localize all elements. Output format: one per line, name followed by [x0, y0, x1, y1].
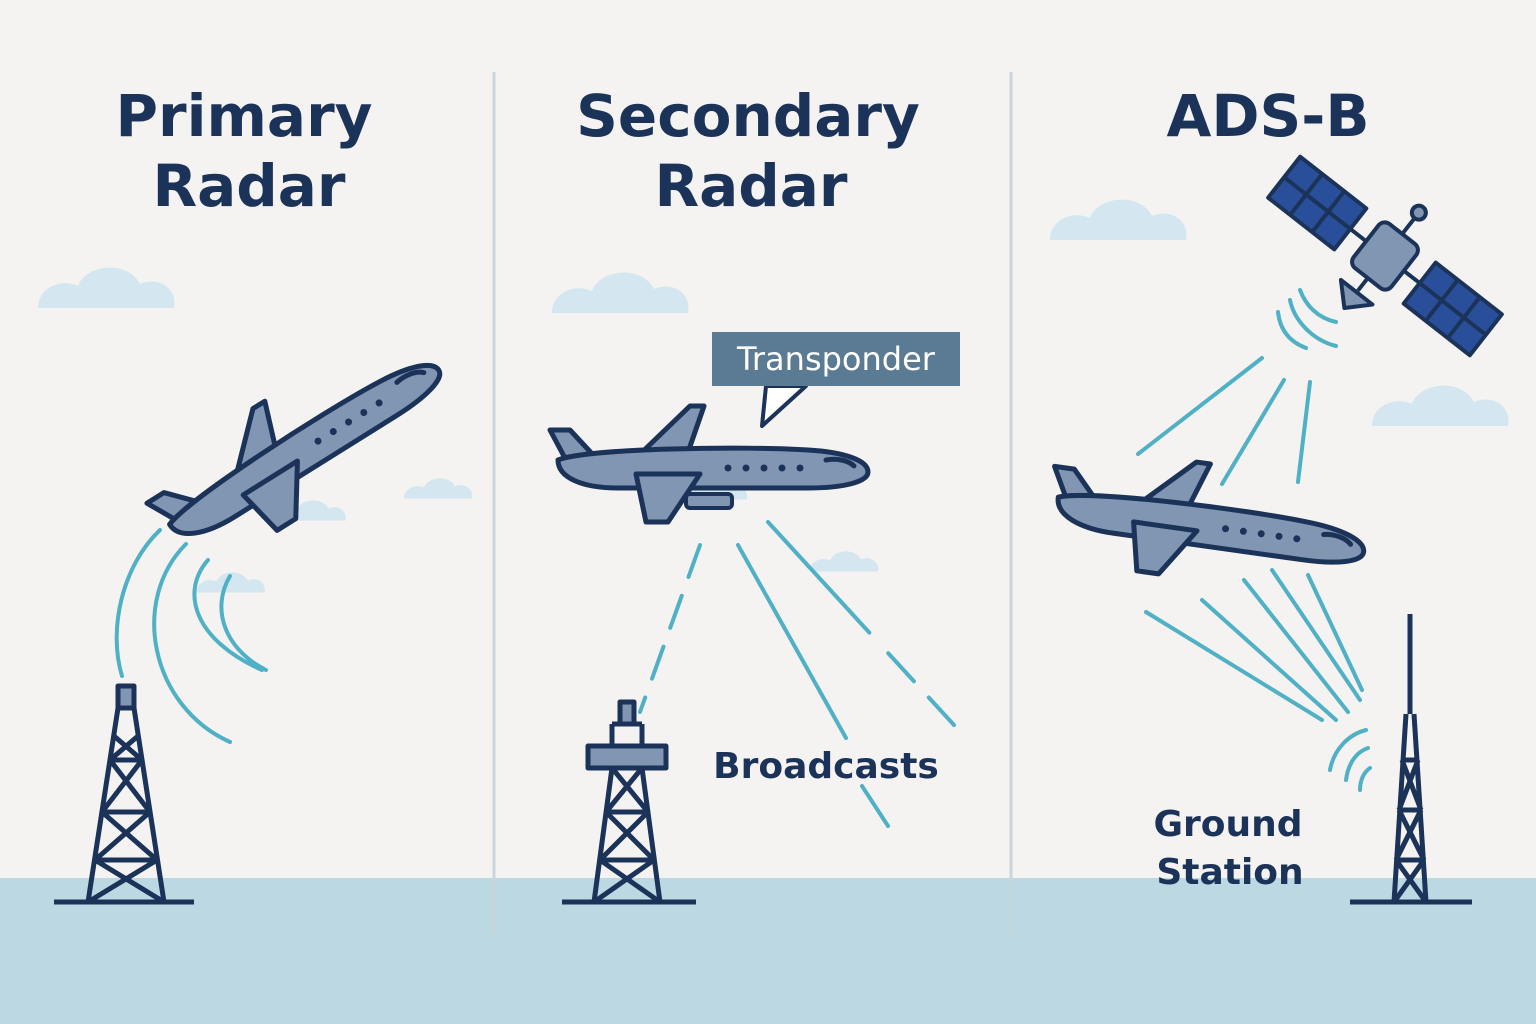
transponder-callout: Transponder: [712, 332, 960, 428]
ground-band: [0, 878, 1536, 1024]
panel-title: Radar: [654, 152, 847, 220]
signal-label: Broadcasts: [713, 746, 939, 787]
panel-title: Primary: [116, 82, 373, 150]
signal-wave-icon: [114, 528, 268, 744]
cloud-icon: [1372, 385, 1509, 426]
cloud-icon: [1050, 199, 1187, 240]
cloud-icon: [810, 551, 879, 572]
radar-tower-icon: [1350, 614, 1472, 905]
airplane-icon: [1042, 443, 1373, 602]
signal-wave-icon: [638, 520, 956, 828]
callout-label: Transponder: [736, 340, 936, 378]
panel-title: Secondary: [576, 82, 920, 150]
panel-title: Radar: [152, 152, 345, 220]
panel-ads-b: ADS-B: [1042, 82, 1504, 905]
satellite-icon: [1266, 154, 1504, 358]
cloud-icon: [404, 478, 473, 499]
airplane-icon: [134, 314, 465, 581]
cloud-icon: [552, 272, 689, 313]
station-label: Station: [1156, 852, 1303, 893]
panel-title: ADS-B: [1166, 82, 1369, 150]
station-label: Ground: [1153, 804, 1302, 845]
radar-tower-icon: [562, 699, 696, 905]
panel-primary-radar: Primary Radar: [54, 82, 465, 905]
radar-tower-icon: [54, 683, 194, 905]
cloud-icon: [38, 267, 175, 308]
transponder-antenna: [684, 492, 734, 510]
signal-wave-icon: [1136, 288, 1372, 792]
panel-secondary-radar: Secondary Radar Transponder Broadcasts: [550, 82, 960, 905]
